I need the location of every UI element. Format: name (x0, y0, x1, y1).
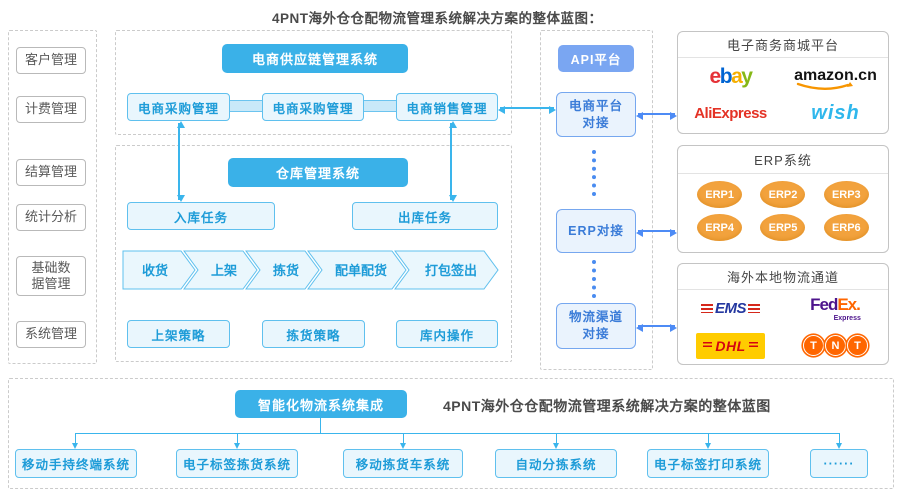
flow-step-shape (307, 250, 407, 290)
flow-step-shape (245, 250, 320, 290)
flow-step-label: 上架 (211, 263, 237, 278)
flow-step-label: 配单配货 (335, 263, 387, 278)
box-more-systems: ······ (810, 449, 868, 478)
erp-node: ERP2 (760, 181, 806, 208)
sidebar-item-system: 系统管理 (16, 321, 86, 348)
drop-arrow (234, 433, 240, 449)
box-label-printing: 电子标签打印系统 (647, 449, 769, 478)
drop-arrow (705, 433, 711, 449)
warehouse-flow-chevrons: 收货 上架 拣货 配单配货 打包签出 (122, 250, 499, 290)
erp-node: ERP3 (823, 181, 869, 208)
wish-logo: wish (811, 102, 860, 125)
sidebar-item-statistics: 统计分析 (16, 204, 86, 231)
flow-step-shape (122, 250, 196, 290)
box-platform-connect: 电商平台对接 (556, 92, 636, 137)
erp-node: ERP4 (697, 214, 743, 241)
supply-chain-header: 电商供应链管理系统 (222, 44, 408, 73)
box-ecommerce-sales: 电商销售管理 (396, 93, 498, 121)
box-picking-strategy: 拣货策略 (262, 320, 365, 348)
erp-node: ERP6 (823, 214, 869, 241)
dotted-link (592, 260, 596, 298)
arrow-sales-apiplatform (498, 106, 556, 114)
amazon-smile-icon (796, 82, 854, 91)
sidebar-item-settlement: 结算管理 (16, 159, 86, 186)
integration-panel (8, 378, 894, 489)
api-panel (540, 30, 653, 370)
box-ecommerce-purchase-1: 电商采购管理 (127, 93, 230, 121)
arrow-purchase-inbound (177, 121, 185, 202)
dhl-stripes-icon (703, 342, 713, 349)
dotted-link (592, 150, 596, 196)
sidebar-item-customer: 客户管理 (16, 47, 86, 74)
flow-step-label: 打包签出 (425, 263, 477, 278)
sidebar-item-basedata: 基础数据管理 (16, 256, 86, 296)
box-connector-bar (229, 100, 263, 112)
arrow-sales-outbound (449, 121, 457, 202)
integration-header: 智能化物流系统集成 (235, 390, 407, 418)
integration-bus-line (75, 433, 839, 434)
box-putaway-strategy: 上架策略 (127, 320, 230, 348)
integration-caption: 4PNT海外仓仓配物流管理系统解决方案的整体蓝图 (443, 398, 771, 414)
flow-step-label: 拣货 (273, 263, 299, 278)
warehouse-panel (115, 145, 512, 362)
drop-arrow (72, 433, 78, 449)
card-erp-systems: ERP系统 ERP1 ERP2 ERP3 ERP4 ERP5 ERP6 (677, 145, 889, 253)
card-header: 电子商务商城平台 (678, 32, 888, 58)
drop-arrow (836, 433, 842, 449)
card-header: 海外本地物流通道 (678, 264, 888, 290)
drop-arrow (400, 433, 406, 449)
box-erp-connect: ERP对接 (556, 209, 636, 253)
flow-step-shape (394, 250, 499, 290)
page-title: 4PNT海外仓仓配物流管理系统解决方案的整体蓝图： (272, 11, 603, 26)
box-label-picking: 电子标签拣货系统 (176, 449, 298, 478)
box-outbound-task: 出库任务 (352, 202, 498, 230)
box-ecommerce-purchase-2: 电商采购管理 (262, 93, 364, 121)
sidebar-panel (8, 30, 97, 364)
dhl-logo: DHL (696, 332, 765, 359)
warehouse-header: 仓库管理系统 (228, 158, 408, 187)
drop-arrow (553, 433, 559, 449)
erp-node: ERP5 (760, 214, 806, 241)
arrow-api-platforms (636, 112, 677, 120)
amazon-logo: amazon.cn (794, 68, 877, 91)
tnt-logo: T N T (803, 335, 868, 356)
fedex-logo: FedEx. Express (810, 294, 861, 322)
box-inbound-task: 入库任务 (127, 202, 275, 230)
ems-stripes-icon (748, 304, 760, 313)
card-header: ERP系统 (678, 146, 888, 174)
api-header: API平台 (558, 45, 634, 72)
supply-chain-panel (115, 30, 512, 135)
sidebar-item-billing: 计费管理 (16, 96, 86, 123)
arrow-api-logistics (636, 324, 677, 332)
aliexpress-logo: AliExpress (694, 105, 767, 123)
ems-stripes-icon (700, 304, 713, 313)
card-ecommerce-platforms: 电子商务商城平台 ebay amazon.cn AliExpress wish (677, 31, 889, 134)
box-handheld-terminal: 移动手持终端系统 (15, 449, 137, 478)
box-auto-sorting: 自动分拣系统 (495, 449, 617, 478)
box-logistics-connect: 物流渠道对接 (556, 303, 636, 349)
ems-logo: EMS (700, 300, 760, 317)
flow-step-label: 收货 (142, 263, 168, 278)
ebay-logo: ebay (709, 64, 753, 88)
dhl-stripes-icon (748, 342, 758, 349)
card-logistics-channels: 海外本地物流通道 EMS FedEx. Express DHL T N T (677, 263, 889, 365)
erp-node: ERP1 (697, 181, 743, 208)
integration-stem-line (320, 418, 321, 433)
arrow-api-erp (636, 229, 677, 237)
flow-step-shape (183, 250, 258, 290)
box-picking-cart: 移动拣货车系统 (343, 449, 463, 478)
box-connector-bar (363, 100, 397, 112)
box-inwarehouse-ops: 库内操作 (396, 320, 498, 348)
